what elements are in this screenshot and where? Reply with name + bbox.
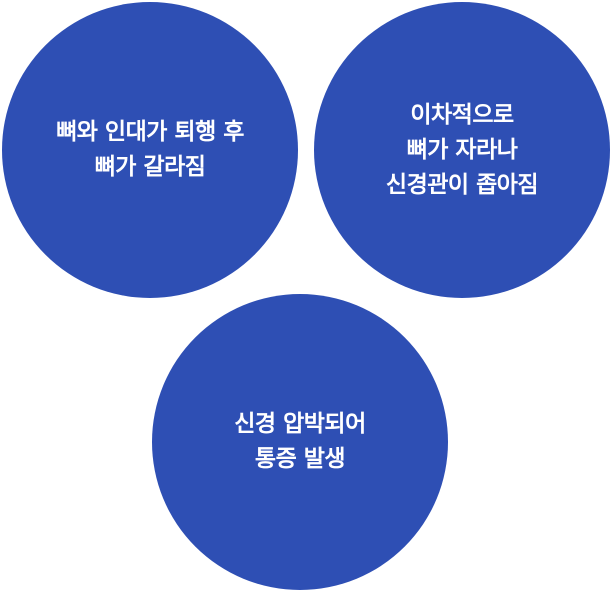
circle-2-line-1: 이차적으로: [410, 101, 514, 128]
circle-3-line-2: 통증 발생: [254, 446, 346, 472]
circle-nerve-compression-pain: 신경 압박되어 통증 발생: [152, 294, 448, 590]
circle-2-line-2: 뼈가 자라나: [406, 136, 518, 163]
circle-1-line-2: 뼈가 갈라짐: [94, 154, 206, 180]
circle-3-line-1: 신경 압박되어: [234, 411, 366, 437]
circle-2-line-3: 신경관이 좁아짐: [385, 171, 539, 198]
circle-bone-ligament-degeneration: 뼈와 인대가 퇴행 후 뼈가 갈라짐: [2, 2, 298, 298]
circle-1-line-1: 뼈와 인대가 퇴행 후: [56, 119, 244, 145]
circle-nerve-canal-narrowing: 이차적으로 뼈가 자라나 신경관이 좁아짐: [314, 2, 610, 298]
